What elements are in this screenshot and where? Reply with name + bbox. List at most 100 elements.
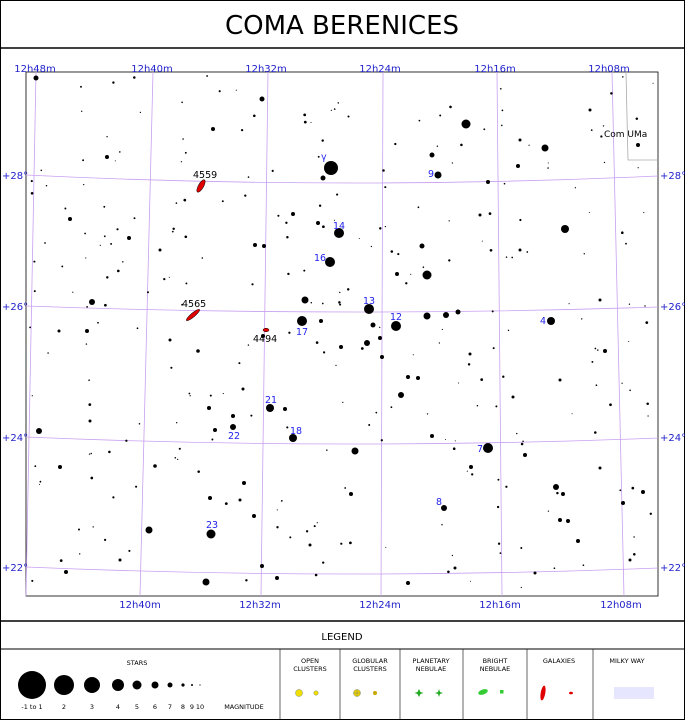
faint-star: [336, 193, 339, 196]
star: [168, 338, 172, 342]
star: [89, 299, 95, 305]
faint-star: [206, 75, 209, 77]
faint-star: [222, 393, 224, 395]
faint-star: [39, 480, 42, 483]
faint-star: [33, 290, 36, 293]
galaxy-ngc4559[interactable]: [195, 179, 207, 194]
faint-star: [181, 303, 184, 306]
faint-star: [505, 256, 508, 258]
star: [422, 270, 432, 280]
legend-open-clusters: CLUSTERS: [293, 665, 326, 673]
faint-star: [47, 352, 49, 354]
star: [291, 212, 295, 216]
star: [127, 236, 131, 240]
star: [461, 119, 471, 129]
legend-magnitude: 3: [90, 703, 94, 711]
faint-star: [439, 114, 442, 117]
faint-star: [358, 237, 360, 240]
star-label: 8: [436, 497, 442, 508]
faint-star: [471, 473, 474, 476]
faint-star: [44, 242, 46, 244]
faint-star: [303, 269, 306, 272]
faint-star: [189, 395, 191, 397]
ra-gridline: [25, 71, 37, 597]
legend-stars-heading: STARS: [127, 659, 148, 667]
galaxy-label: 4565: [182, 299, 206, 310]
star: [434, 171, 442, 179]
faint-star: [119, 151, 121, 153]
star: [196, 349, 200, 353]
faint-star: [451, 554, 454, 557]
faint-star: [87, 330, 89, 332]
faint-star: [171, 230, 174, 233]
star-label: 16: [314, 253, 326, 264]
faint-star: [467, 363, 471, 366]
star: [641, 490, 645, 494]
faint-star: [347, 115, 350, 118]
faint-star: [647, 415, 649, 417]
star: [289, 434, 297, 442]
faint-star: [315, 341, 319, 344]
constellation-boundary: [625, 71, 658, 161]
star: [518, 138, 522, 142]
legend-star-size: [167, 682, 173, 688]
star: [621, 501, 625, 505]
faint-star: [633, 536, 635, 538]
faint-star: [382, 169, 385, 172]
faint-star: [133, 217, 136, 220]
star-label: 14: [333, 221, 345, 232]
star: [351, 447, 359, 455]
star: [419, 243, 425, 249]
faint-star: [397, 253, 400, 256]
faint-star: [201, 257, 204, 259]
star: [58, 465, 62, 469]
faint-star: [31, 579, 34, 582]
faint-star: [526, 251, 529, 253]
faint-star: [177, 458, 179, 461]
faint-star: [59, 559, 63, 562]
faint-star: [103, 235, 106, 238]
coordinate-grid: [25, 71, 659, 597]
faint-star: [170, 366, 173, 369]
planetary-nebula-icon: [414, 689, 424, 697]
star: [588, 108, 592, 112]
faint-star: [247, 344, 250, 346]
faint-star: [368, 424, 371, 426]
faint-star: [318, 204, 322, 207]
faint-star: [86, 306, 88, 308]
galaxy-ngc4565[interactable]: [185, 308, 201, 322]
faint-star: [528, 144, 530, 146]
star-label: 13: [363, 296, 375, 307]
faint-star: [99, 244, 101, 246]
ra-gridline: [380, 71, 384, 597]
ra-label-top: 12h40m: [131, 64, 173, 75]
galaxy-ngc4494[interactable]: [262, 327, 270, 333]
faint-star: [511, 256, 514, 259]
faint-star: [185, 282, 188, 285]
faint-star: [271, 169, 274, 172]
dec-label-right: +26°: [660, 302, 685, 313]
ra-label-bottom: 12h40m: [119, 600, 161, 611]
legend-open-clusters: OPEN: [301, 657, 319, 665]
faint-star: [286, 235, 289, 239]
star: [603, 349, 607, 353]
faint-star: [520, 586, 522, 589]
faint-star: [88, 379, 90, 382]
galaxy-icon: [540, 685, 546, 701]
faint-star: [644, 305, 646, 307]
star: [518, 248, 522, 252]
legend-magnitude-label: MAGNITUDE: [224, 703, 264, 711]
faint-star: [180, 161, 183, 163]
faint-star: [316, 522, 318, 524]
legend-bright-nebulae: NEBULAE: [480, 665, 511, 673]
faint-star: [349, 541, 352, 545]
faint-star: [602, 125, 605, 127]
faint-star: [116, 269, 120, 273]
star: [105, 155, 109, 159]
star: [68, 217, 72, 221]
faint-star: [322, 351, 326, 354]
faint-star: [466, 470, 468, 472]
faint-star: [384, 225, 387, 228]
star: [628, 558, 632, 562]
faint-star: [335, 364, 337, 366]
